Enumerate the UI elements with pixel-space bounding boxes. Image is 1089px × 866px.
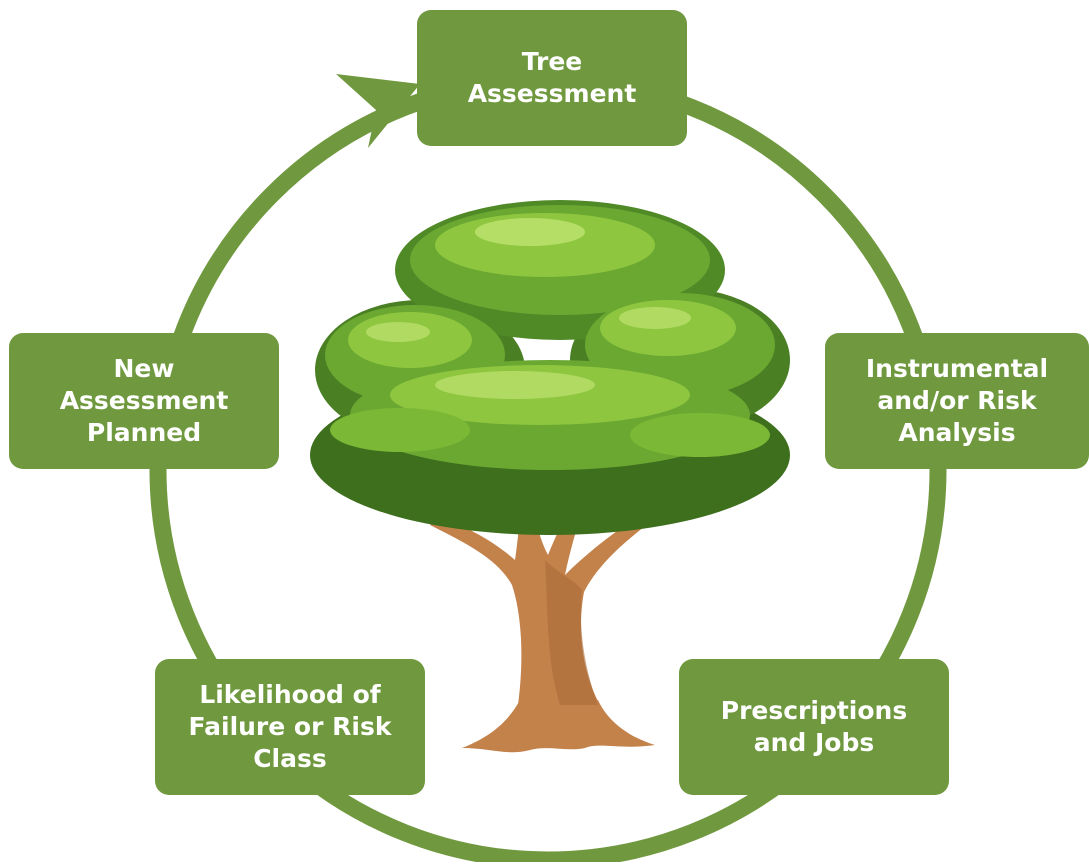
foliage-speckle-4	[366, 322, 430, 342]
foliage-speckle-3	[619, 307, 691, 329]
step-new-assessment-planned: New Assessment Planned	[9, 333, 279, 469]
tree-illustration	[310, 200, 790, 753]
step-new-assessment-line2: Assessment	[59, 386, 229, 415]
step-prescriptions-line1: Prescriptions	[720, 696, 908, 725]
step-new-assessment-line3: Planned	[86, 418, 202, 447]
foliage-highlight-5	[330, 408, 470, 452]
step-likelihood-of-failure: Likelihood of Failure or Risk Class	[155, 659, 425, 795]
tree-trunk-shadow	[545, 560, 598, 705]
step-tree-assessment: Tree Assessment	[417, 10, 687, 146]
step-instrumental-line1: Instrumental	[865, 354, 1049, 383]
step-instrumental-line2: and/or Risk	[877, 386, 1037, 415]
step-tree-assessment-line1: Tree	[521, 47, 583, 76]
step-prescriptions-line2: and Jobs	[753, 728, 875, 757]
foliage-speckle-2	[435, 371, 595, 399]
foliage-speckle-1	[475, 218, 585, 246]
foliage-highlight-6	[630, 413, 770, 457]
arrow-head-icon	[336, 74, 420, 148]
step-instrumental-risk-analysis: Instrumental and/or Risk Analysis	[825, 333, 1089, 469]
tree-trunk	[430, 500, 648, 705]
step-new-assessment-line1: New	[113, 354, 175, 383]
step-tree-assessment-line2: Assessment	[467, 79, 637, 108]
step-likelihood-line3: Class	[253, 744, 327, 773]
tree-roots	[462, 700, 655, 753]
step-prescriptions-and-jobs: Prescriptions and Jobs	[679, 659, 949, 795]
step-instrumental-line3: Analysis	[898, 418, 1016, 447]
step-likelihood-line1: Likelihood of	[199, 680, 381, 709]
step-likelihood-line2: Failure or Risk	[188, 712, 392, 741]
